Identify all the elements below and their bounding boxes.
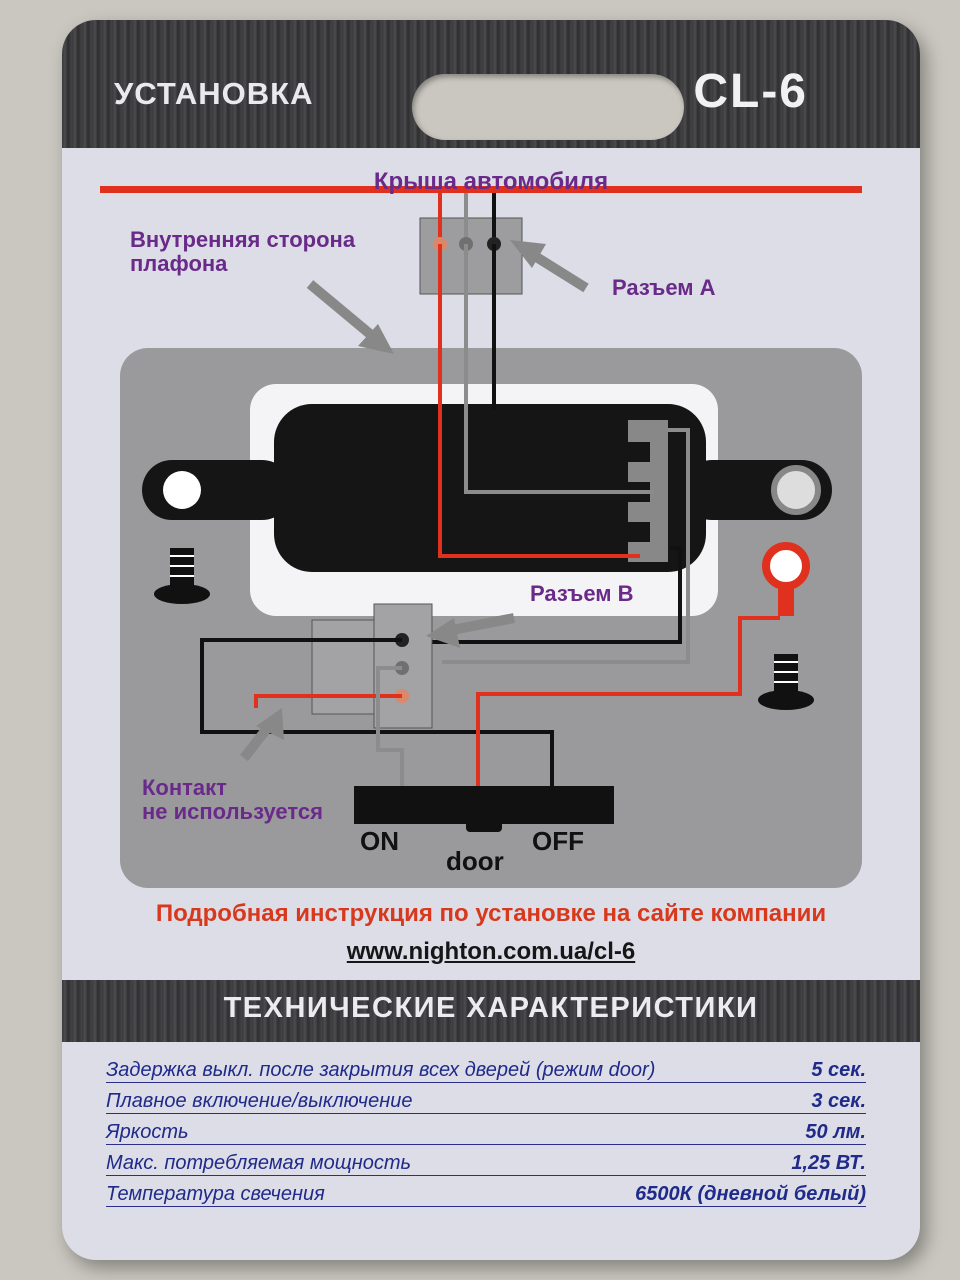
connector-b-label: Разъем В bbox=[530, 581, 634, 606]
lamp-body bbox=[274, 404, 706, 572]
red-wire-a bbox=[438, 244, 640, 558]
spec-value: 1,25 ВТ. bbox=[791, 1152, 866, 1174]
red-ground-wire bbox=[476, 616, 780, 786]
spec-row: Плавное включение/выключение 3 сек. bbox=[106, 1083, 866, 1114]
header-title: УСТАНОВКА bbox=[114, 76, 314, 111]
spec-name: Макс. потребляемая мощность bbox=[106, 1152, 412, 1174]
hang-hole bbox=[412, 74, 684, 140]
spec-name: Задержка выкл. после закрытия всех двере… bbox=[106, 1059, 656, 1081]
spec-value: 3 сек. bbox=[811, 1090, 866, 1112]
contact-strip bbox=[628, 420, 668, 562]
gray-wire-out bbox=[442, 428, 690, 664]
spec-row: Задержка выкл. после закрытия всех двере… bbox=[106, 1052, 866, 1083]
mount-hole-right bbox=[771, 465, 821, 515]
unused-contact-label: Контакт не используется bbox=[142, 775, 323, 824]
spec-row: Макс. потребляемая мощность 1,25 ВТ. bbox=[106, 1145, 866, 1176]
connector-a-label: Разъем А bbox=[612, 275, 716, 300]
switch-on-label: ON bbox=[360, 826, 399, 856]
red-unused-wire bbox=[254, 694, 402, 708]
roof-label: Крыша автомобиля bbox=[373, 168, 609, 195]
roof-line bbox=[100, 186, 862, 193]
screw-left bbox=[154, 548, 210, 604]
spec-row: Яркость 50 лм. bbox=[106, 1114, 866, 1145]
model-name: CL-6 bbox=[693, 65, 808, 118]
mount-hole-left bbox=[163, 471, 201, 509]
website-link[interactable]: www.nighton.com.ua/cl-6 bbox=[346, 938, 636, 965]
instruction-text: Подробная инструкция по установке на сай… bbox=[155, 900, 827, 927]
spec-name: Яркость bbox=[106, 1121, 189, 1143]
screw-right bbox=[758, 654, 814, 710]
spec-table: Задержка выкл. после закрытия всех двере… bbox=[106, 1052, 866, 1207]
spec-value: 50 лм. bbox=[805, 1121, 866, 1143]
spec-name: Плавное включение/выключение bbox=[106, 1090, 413, 1112]
switch-slider bbox=[466, 810, 502, 832]
spec-value: 6500К (дневной белый) bbox=[635, 1183, 866, 1205]
spec-title: ТЕХНИЧЕСКИЕ ХАРАКТЕРИСТИКИ bbox=[223, 992, 759, 1024]
gray-loop-wire bbox=[376, 666, 404, 786]
switch-off-label: OFF bbox=[532, 826, 584, 856]
black-wire-out bbox=[418, 546, 682, 644]
gray-wire-a bbox=[464, 244, 654, 494]
product-card: УСТАНОВКА CL-6 Крыша автомобиля bbox=[62, 20, 920, 1260]
connector-a bbox=[419, 217, 523, 295]
wiring-diagram bbox=[100, 186, 862, 888]
black-loop-wire bbox=[200, 638, 554, 786]
inner-side-label: Внутренняя сторона плафона bbox=[130, 227, 356, 276]
spec-name: Температура свечения bbox=[106, 1183, 325, 1205]
spec-band bbox=[62, 980, 920, 1042]
switch-door-label: door bbox=[446, 846, 504, 876]
spec-row: Температура свечения 6500К (дневной белы… bbox=[106, 1176, 866, 1207]
spec-value: 5 сек. bbox=[811, 1059, 866, 1081]
ring-terminal bbox=[762, 542, 810, 590]
